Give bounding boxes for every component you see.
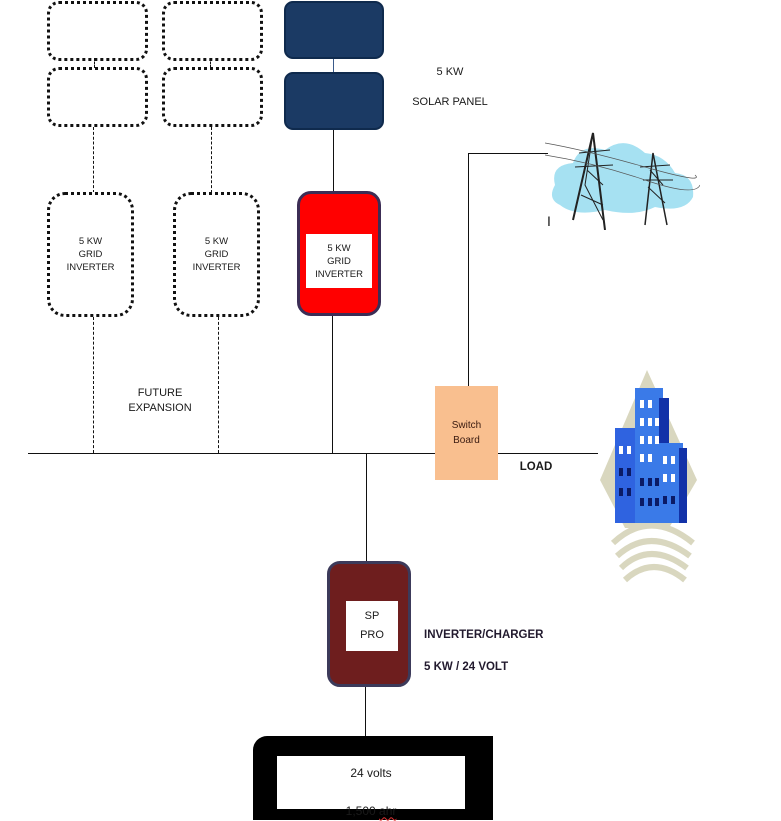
dashed-inverter-2-to-bus	[218, 317, 219, 453]
dashed-panel-to-inverter-1	[93, 127, 94, 193]
inverter-label: 5 KW GRID INVERTER	[192, 236, 241, 273]
power-pylons-icon	[545, 132, 700, 230]
panel-to-inverter-line	[333, 130, 334, 192]
sp-pro-inverter-charger: SP PRO	[327, 561, 411, 687]
grid-marker: I	[547, 213, 551, 229]
inverter-to-bus-line	[332, 316, 333, 453]
load-label: LOAD	[519, 461, 553, 473]
bus-to-charger-line	[366, 453, 367, 561]
future-solar-panel-2a	[162, 1, 263, 61]
main-bus-line	[28, 453, 436, 454]
switch-board-label: Switch Board	[451, 420, 482, 446]
battery-capacity-unit: ahr	[379, 803, 397, 818]
sp-pro-label-box: SP PRO	[346, 601, 398, 651]
future-solar-panel-1a	[47, 1, 148, 61]
solar-panel-label-line2: SOLAR PANEL	[412, 96, 488, 108]
dashed-link-1	[94, 58, 95, 68]
dashed-panel-to-inverter-2	[211, 127, 212, 193]
future-solar-panel-1b	[47, 67, 148, 127]
inverter-label: 5 KW GRID INVERTER	[315, 242, 363, 280]
battery-label: 24 volts 1,500 ahr	[346, 745, 397, 821]
solar-panel-label-line1: 5 KW	[436, 66, 464, 78]
bus-to-load-line	[498, 453, 598, 454]
dashed-inverter-1-to-bus	[93, 317, 94, 453]
future-grid-inverter-2: 5 KW GRID INVERTER	[173, 192, 260, 317]
inverter-charger-label: INVERTER/CHARGER 5 KW / 24 VOLT	[424, 611, 564, 691]
battery-capacity-value: 1,500	[345, 803, 380, 818]
inverter-charger-label-line2: 5 KW / 24 VOLT	[424, 661, 509, 673]
solar-panel-label: 5 KW SOLAR PANEL	[410, 50, 490, 125]
inverter-charger-label-line1: INVERTER/CHARGER	[424, 629, 544, 641]
grid-feed-horizontal	[468, 153, 548, 154]
solar-panel-bottom	[284, 72, 384, 130]
battery-bank: 24 volts 1,500 ahr	[253, 736, 493, 820]
sp-pro-label: SP PRO	[360, 610, 384, 641]
grid-feed-vertical	[468, 153, 469, 387]
future-solar-panel-2b	[162, 67, 263, 127]
switch-board: Switch Board	[435, 386, 498, 480]
charger-to-battery-line	[365, 687, 366, 737]
grid-inverter-installed: 5 KW GRID INVERTER	[297, 191, 381, 316]
future-grid-inverter-1: 5 KW GRID INVERTER	[47, 192, 134, 317]
dashed-link-2	[210, 58, 211, 68]
battery-label-box: 24 volts 1,500 ahr	[277, 756, 465, 818]
panel-link	[333, 59, 334, 73]
building-icon	[600, 370, 697, 583]
battery-voltage: 24 volts	[350, 765, 392, 780]
future-expansion-label: FUTURE EXPANSION	[128, 387, 192, 414]
solar-panel-top	[284, 1, 384, 59]
inverter-label: 5 KW GRID INVERTER	[66, 236, 115, 273]
grid-inverter-label-box: 5 KW GRID INVERTER	[306, 234, 372, 288]
